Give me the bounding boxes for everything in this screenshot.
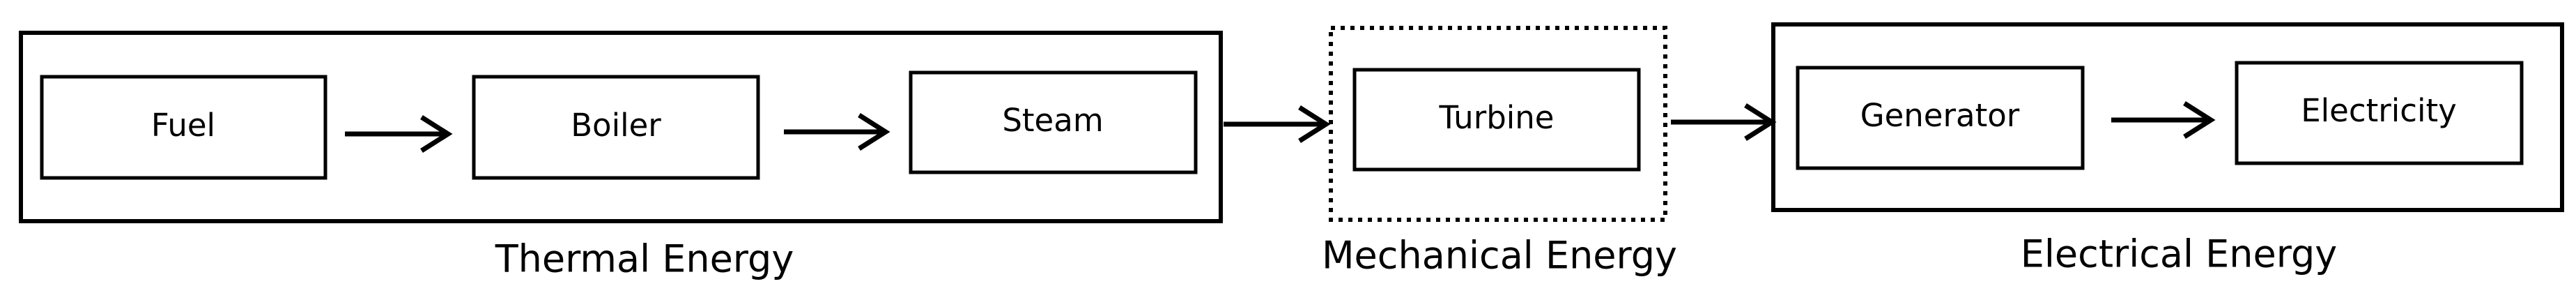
node-label-boiler: Boiler (571, 107, 661, 144)
arrowhead-turbine-to-electrical (1744, 103, 1777, 141)
node-box-electricity (2235, 61, 2524, 165)
node-box-boiler (472, 75, 760, 180)
node-label-steam: Steam (1002, 102, 1103, 139)
node-label-generator: Generator (1860, 97, 2020, 134)
group-label-electrical: Electrical Energy (2021, 232, 2337, 276)
node-box-turbine (1352, 68, 1641, 172)
group-box-electrical (1771, 22, 2564, 212)
arrowhead-thermal-to-turbine (1298, 105, 1331, 143)
group-box-mechanical (1329, 26, 1667, 222)
arrowhead-boiler-to-steam (858, 113, 890, 151)
group-box-thermal (19, 31, 1223, 223)
node-label-electricity: Electricity (2301, 92, 2457, 129)
node-box-fuel (40, 75, 327, 180)
group-label-thermal: Thermal Energy (495, 237, 794, 281)
node-box-steam (909, 70, 1198, 174)
group-label-mechanical: Mechanical Energy (1322, 234, 1677, 278)
node-label-fuel: Fuel (151, 107, 215, 144)
node-label-turbine: Turbine (1439, 99, 1555, 136)
node-box-generator (1796, 66, 2085, 170)
arrowhead-fuel-to-boiler (420, 115, 453, 153)
arrowhead-generator-to-electricity (2183, 101, 2216, 139)
